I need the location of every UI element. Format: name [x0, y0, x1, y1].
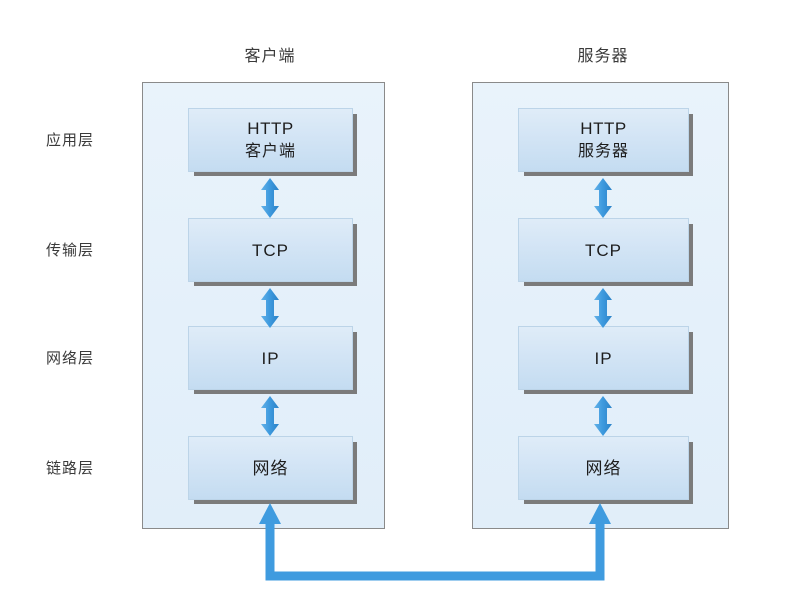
layer-label-transport: 传输层	[46, 242, 95, 259]
server-box-network-label: 网络	[585, 458, 622, 478]
server-box-http-line2: 服务器	[577, 143, 629, 160]
client-box-ip[interactable]: IP	[188, 326, 353, 390]
arrow-client-http-tcp	[261, 178, 279, 218]
arrow-server-ip-network	[594, 396, 612, 436]
arrow-client-tcp-ip	[261, 288, 279, 328]
server-box-ip-label: IP	[594, 348, 613, 368]
layer-label-application: 应用层	[46, 132, 95, 149]
server-box-http-line1: HTTP	[580, 119, 627, 138]
client-column-title: 客户端	[244, 48, 296, 65]
client-box-tcp[interactable]: TCP	[188, 218, 353, 282]
arrow-server-tcp-ip	[594, 288, 612, 328]
arrow-server-http-tcp	[594, 178, 612, 218]
server-column-title: 服务器	[577, 48, 629, 65]
client-box-http-line2: 客户端	[244, 143, 296, 160]
server-box-tcp-label: TCP	[585, 240, 622, 260]
server-box-tcp[interactable]: TCP	[518, 218, 689, 282]
layer-label-link: 链路层	[46, 460, 95, 477]
client-box-ip-label: IP	[261, 348, 280, 368]
client-box-http-line1: HTTP	[247, 119, 294, 138]
client-box-http[interactable]: HTTP 客户端	[188, 108, 353, 172]
server-box-ip[interactable]: IP	[518, 326, 689, 390]
client-box-network-label: 网络	[252, 458, 289, 478]
server-box-network[interactable]: 网络	[518, 436, 689, 500]
server-box-http[interactable]: HTTP 服务器	[518, 108, 689, 172]
client-box-network[interactable]: 网络	[188, 436, 353, 500]
layer-label-network: 网络层	[46, 350, 95, 367]
arrow-client-ip-network	[261, 396, 279, 436]
client-box-tcp-label: TCP	[252, 240, 289, 260]
